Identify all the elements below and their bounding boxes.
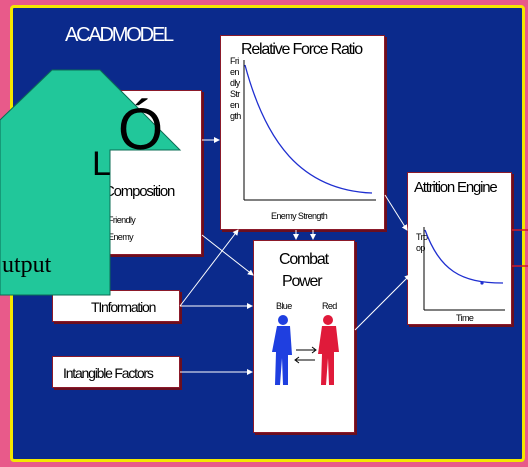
callout-glyph: Ó	[118, 97, 164, 162]
information-label: TInformation	[91, 299, 156, 315]
composition-friendly: Friendly	[108, 215, 136, 225]
exchange-arrows-icon	[294, 346, 317, 364]
output-callout-shape	[0, 69, 182, 296]
combat-power-box: Combat Power Blue Red	[253, 240, 355, 433]
force-ratio-xlabel: Enemy Strength	[271, 211, 328, 221]
red-soldier-icon	[318, 315, 339, 385]
force-ratio-title: Relative Force Ratio	[241, 41, 363, 58]
blue-label: Blue	[276, 301, 292, 311]
blue-soldier-icon	[272, 315, 292, 385]
page-title: ACADMODEL	[65, 24, 174, 46]
attrition-curve	[424, 229, 504, 284]
composition-enemy: Enemy	[108, 232, 134, 242]
combat-power-title-1: Combat	[279, 251, 329, 268]
flow-arrows	[179, 137, 411, 375]
callout-label: utput	[2, 252, 52, 278]
force-ratio-curve	[244, 64, 373, 194]
intangible-box: Intangible Factors	[52, 356, 180, 388]
force-ratio-plot	[243, 60, 376, 201]
composition-title: Composition	[104, 183, 175, 200]
intangible-label: Intangible Factors	[63, 365, 154, 381]
callout-glyph-2: L	[92, 145, 111, 183]
red-label: Red	[322, 301, 337, 311]
attrition-xlabel: Time	[456, 313, 474, 323]
attrition-plot	[423, 227, 505, 311]
combat-power-title-2: Power	[282, 273, 323, 290]
attrition-title: Attrition Engine	[414, 179, 498, 196]
